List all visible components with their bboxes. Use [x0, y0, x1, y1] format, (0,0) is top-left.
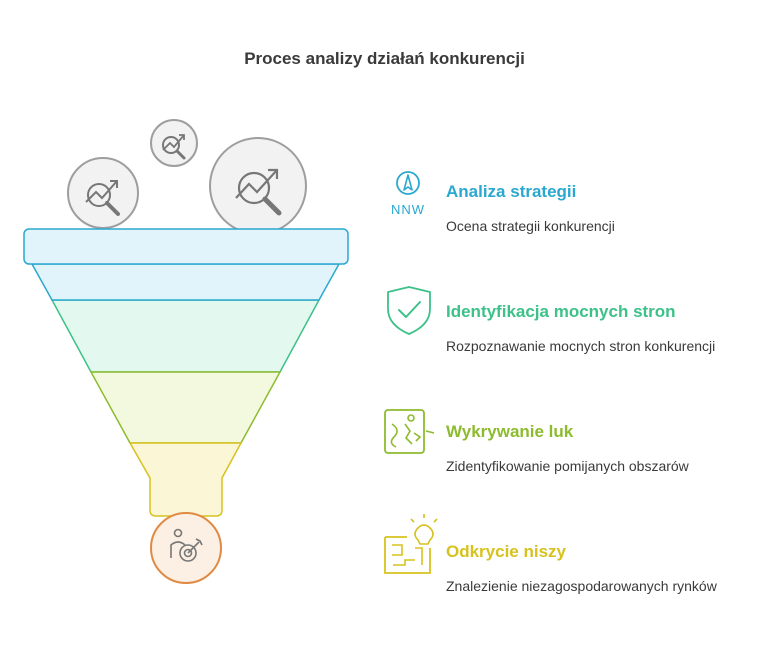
shield-check-icon — [387, 286, 431, 335]
step-title: Analiza strategii — [446, 182, 577, 201]
step-title: Wykrywanie luk — [446, 422, 574, 441]
compass-label: NNW — [391, 202, 425, 217]
compass-icon: NNW — [391, 171, 425, 217]
funnel-layer-2 — [50, 299, 321, 373]
funnel-layer-1 — [30, 263, 341, 301]
step-description: Ocena strategii konkurencji — [446, 218, 615, 234]
funnel-layer-4 — [128, 442, 243, 517]
step-description: Rozpoznawanie mocnych stron konkurencji — [446, 338, 716, 354]
step-description: Znalezienie niezagospodarowanych rynków — [446, 578, 717, 594]
funnel-layer-3 — [89, 371, 282, 444]
step-strengths-identification: Identyfikacja mocnych stron Rozpoznawani… — [446, 301, 715, 355]
medium-analysis-icon — [67, 157, 139, 229]
step-gap-detection: Wykrywanie luk Zidentyfikowanie pomijany… — [446, 421, 689, 475]
funnel-top-rim — [23, 228, 349, 265]
diagram-title: Proces analizy działań konkurencji — [244, 49, 525, 68]
lightbulb-map-icon — [384, 514, 438, 574]
small-analysis-icon — [150, 119, 198, 167]
step-strategy-analysis: Analiza strategii Ocena strategii konkur… — [446, 181, 615, 235]
step-title: Odkrycie niszy — [446, 542, 567, 561]
step-description: Zidentyfikowanie pomijanych obszarów — [446, 458, 689, 474]
large-analysis-icon — [209, 137, 307, 235]
target-person-icon — [150, 512, 222, 584]
step-title: Identyfikacja mocnych stron — [446, 302, 676, 321]
step-niche-discovery: Odkrycie niszy Znalezienie niezagospodar… — [446, 541, 717, 595]
path-discovery-icon — [384, 409, 435, 454]
